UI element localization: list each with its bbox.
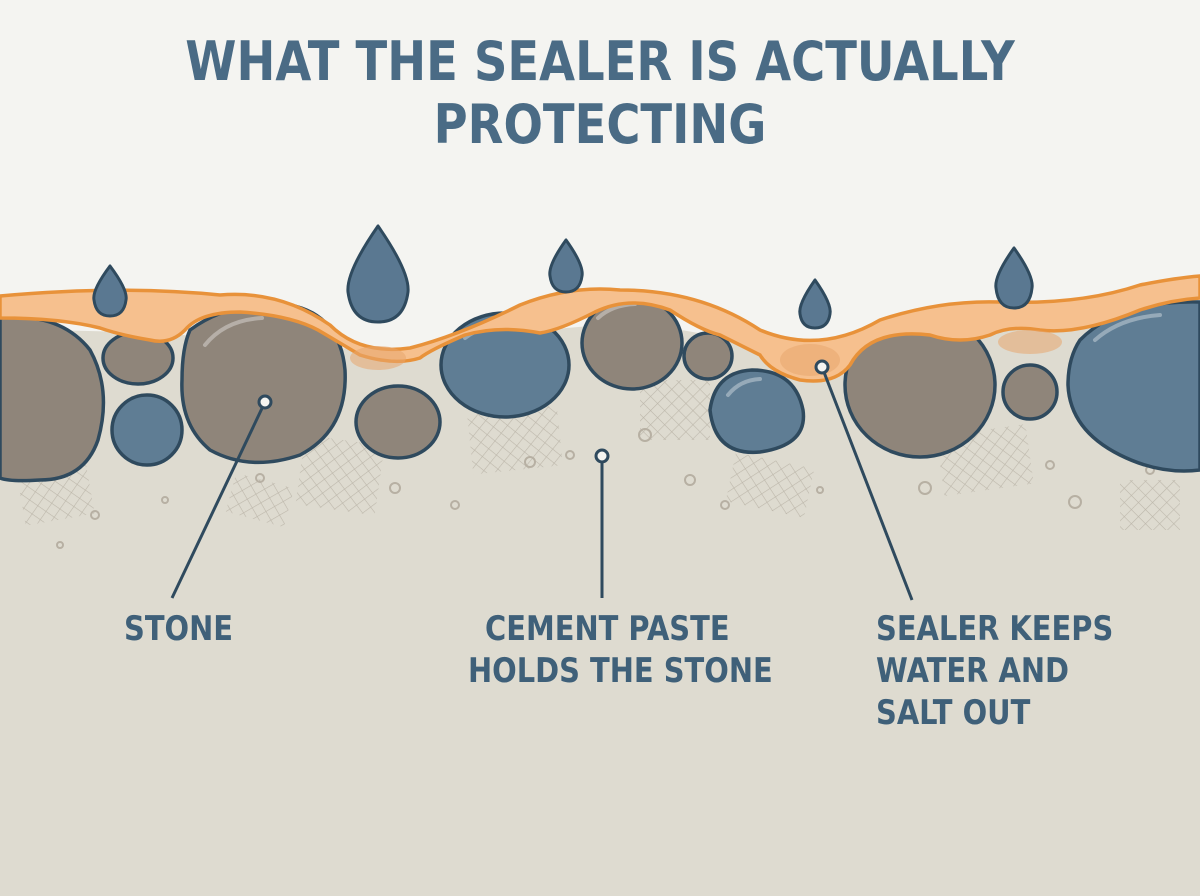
- stone-small-gray-3: [682, 331, 734, 381]
- stone-small-gray-2: [354, 384, 442, 460]
- stone-small-blue-1: [110, 393, 184, 467]
- callout-dot-cement: [594, 448, 610, 464]
- stone-blue-mid: [708, 368, 806, 455]
- water-drop-icon: [994, 246, 1034, 310]
- water-drop-icon: [548, 238, 584, 294]
- water-drop-icon: [798, 278, 832, 330]
- air-voids: [56, 428, 1155, 549]
- sealer-layer: [0, 274, 1200, 383]
- water-drop-icon: [346, 224, 410, 324]
- page-title: WHAT THE SEALER IS ACTUALLY PROTECTING: [185, 30, 1015, 156]
- water-drop-icon: [92, 264, 128, 318]
- stone-left-large: [0, 315, 106, 483]
- label-cement-paste: CEMENT PASTE HOLDS THE STONE: [468, 609, 773, 691]
- label-stone: STONE: [124, 609, 234, 649]
- stone-small-gray-4: [1001, 363, 1059, 421]
- water-drops: [92, 224, 1034, 330]
- callout-line-sealer: [820, 366, 914, 601]
- callout-dot-stone: [257, 394, 273, 410]
- label-sealer: SEALER KEEPS WATER AND SALT OUT: [876, 609, 1114, 733]
- cement-texture: [15, 380, 1180, 530]
- callout-dot-sealer: [814, 359, 830, 375]
- callout-line-stone: [170, 401, 267, 599]
